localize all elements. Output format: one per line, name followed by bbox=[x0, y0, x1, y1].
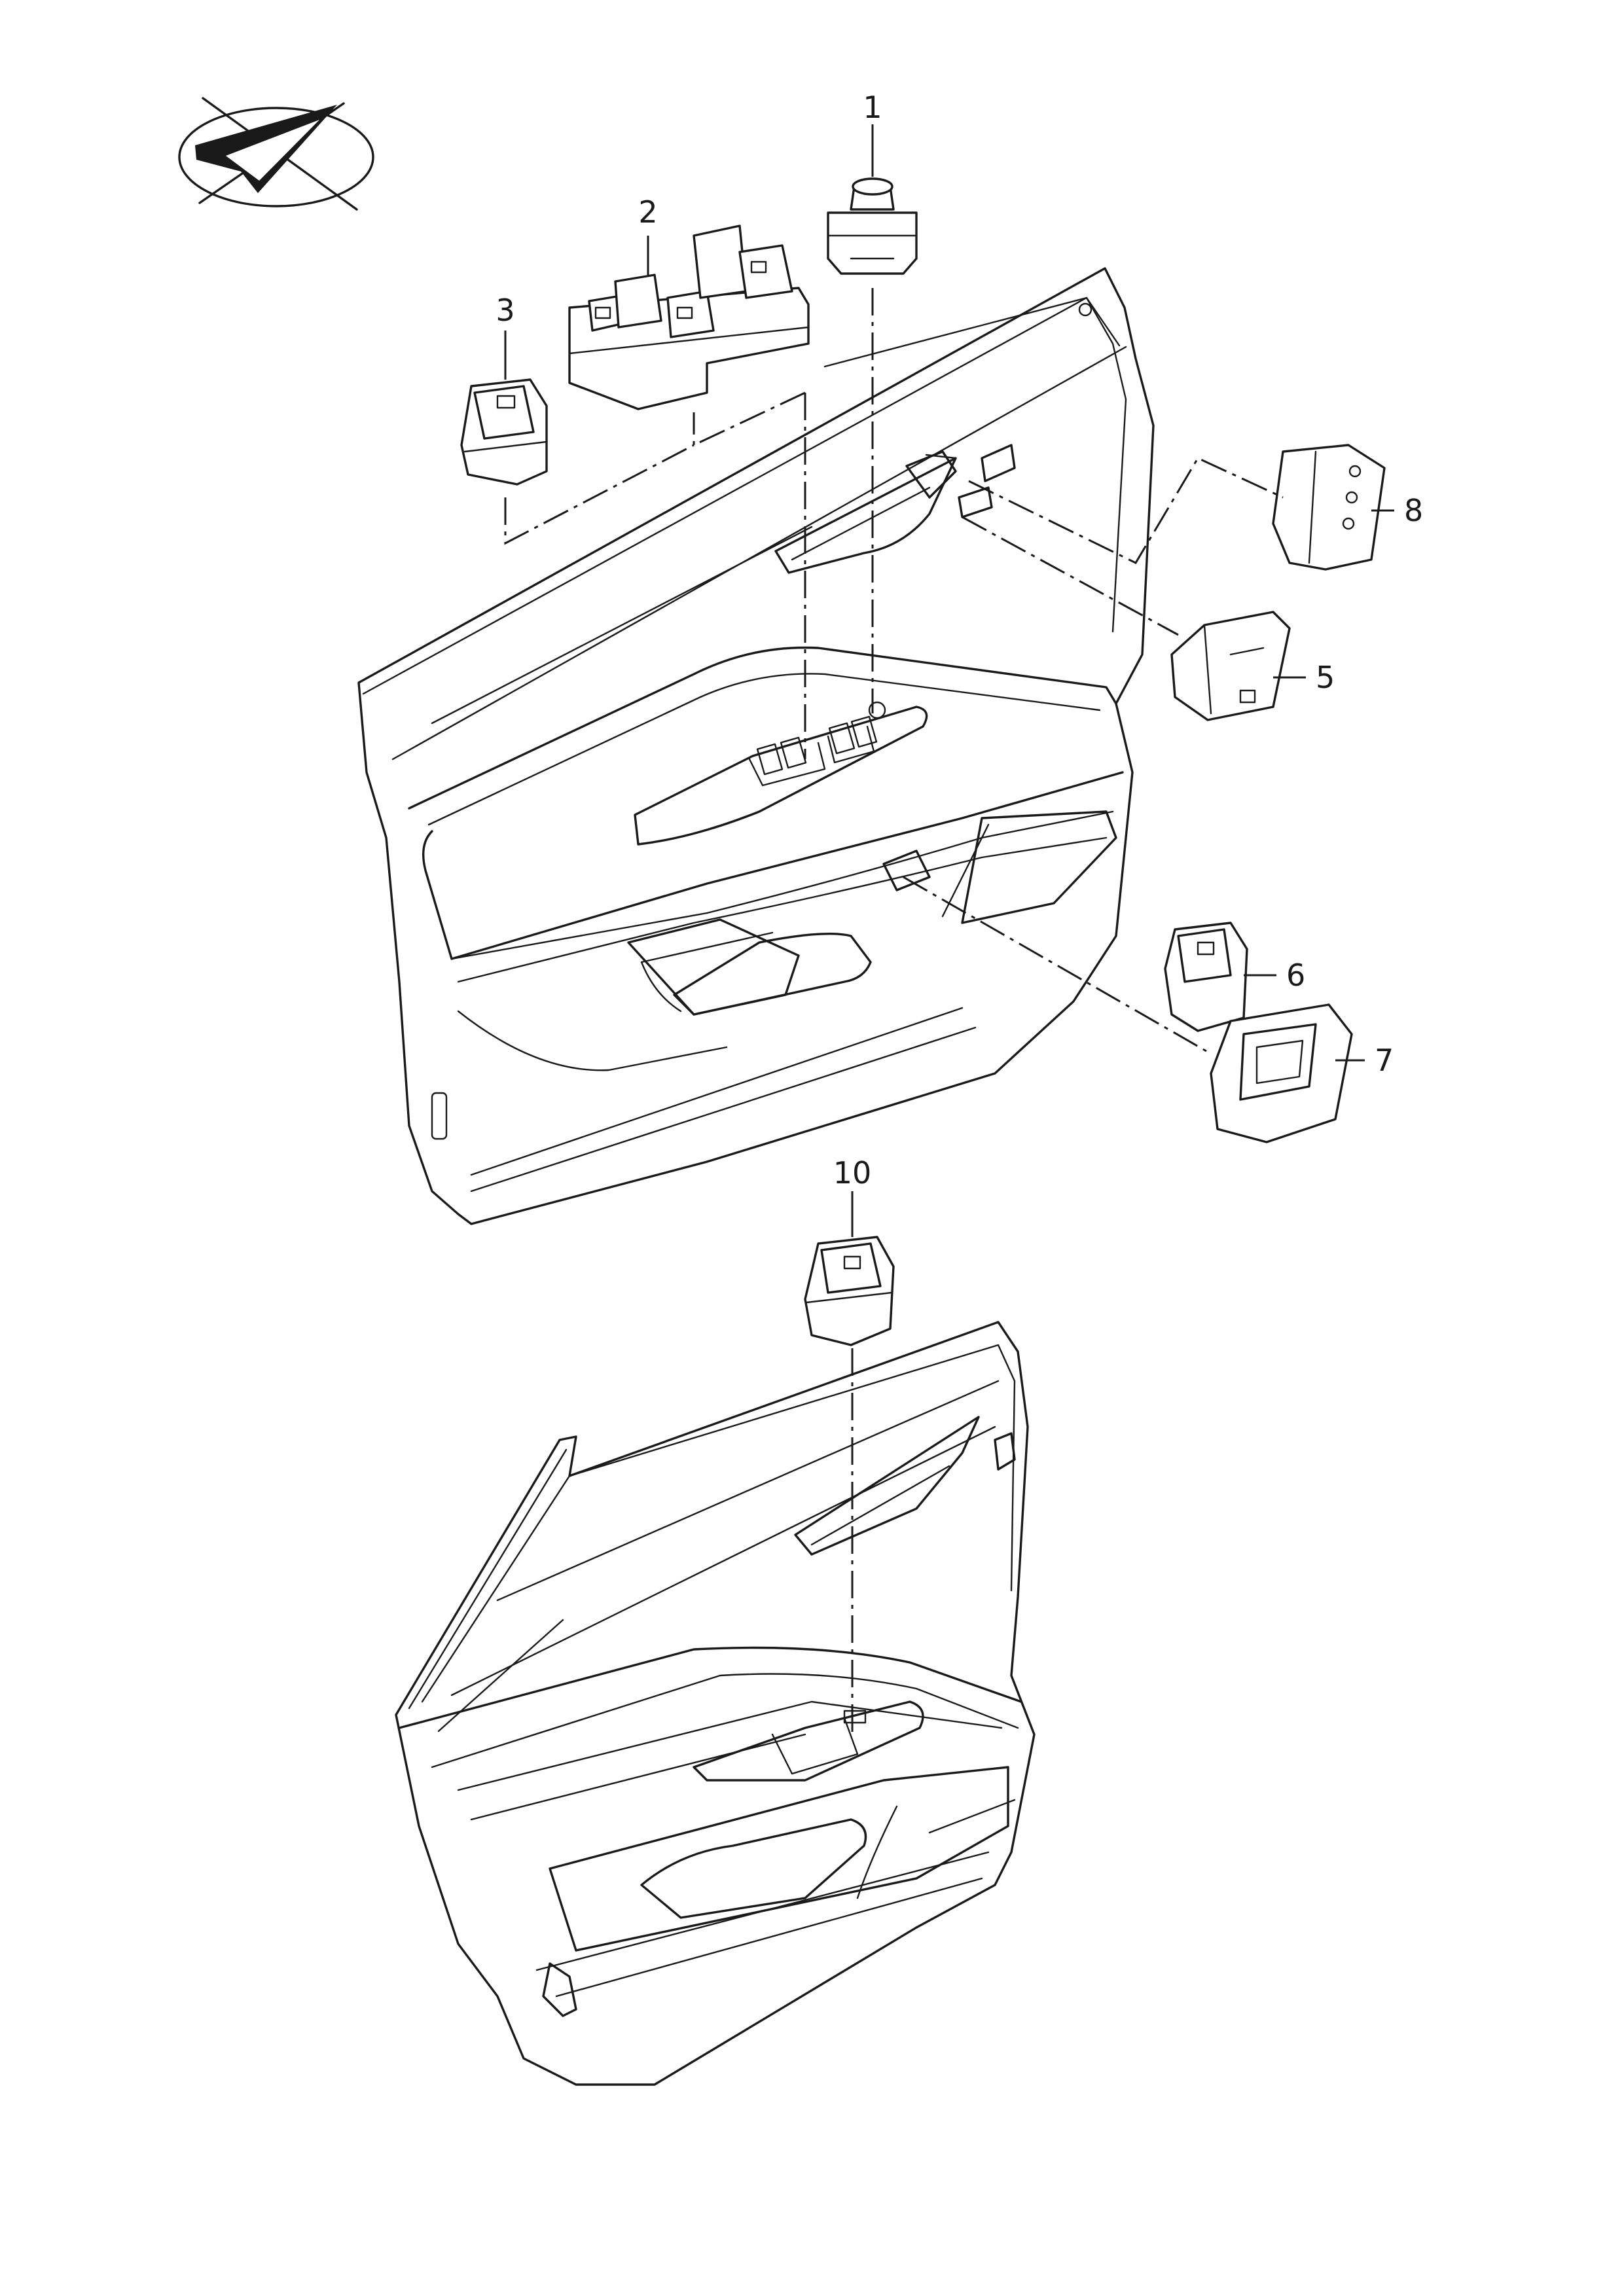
part-7-switch-frame bbox=[1210, 1003, 1365, 1143]
part-3-window-switch bbox=[460, 331, 548, 486]
label-part-3: 3 bbox=[496, 293, 514, 328]
front-door-panel bbox=[357, 267, 1155, 1225]
label-part-2: 2 bbox=[638, 194, 657, 230]
label-part-7: 7 bbox=[1375, 1043, 1394, 1078]
label-part-1: 1 bbox=[863, 90, 882, 125]
rear-door-panel bbox=[395, 1321, 1036, 2086]
part-6-switch bbox=[1164, 922, 1276, 1032]
part-5-switch bbox=[1170, 611, 1306, 721]
part-1-mirror-switch bbox=[827, 124, 918, 275]
part-labels: 1 2 3 5 6 7 8 10 bbox=[496, 90, 1423, 1191]
label-part-10: 10 bbox=[833, 1155, 872, 1191]
part-2-master-switch-block bbox=[568, 224, 810, 410]
label-part-6: 6 bbox=[1286, 958, 1305, 993]
connector-lines bbox=[504, 288, 1284, 1734]
label-part-5: 5 bbox=[1316, 660, 1335, 695]
label-part-8: 8 bbox=[1404, 493, 1423, 528]
orientation-icon bbox=[178, 97, 374, 211]
part-10-rear-window-switch bbox=[804, 1191, 895, 1346]
part-8-memory-switch bbox=[1272, 444, 1394, 571]
